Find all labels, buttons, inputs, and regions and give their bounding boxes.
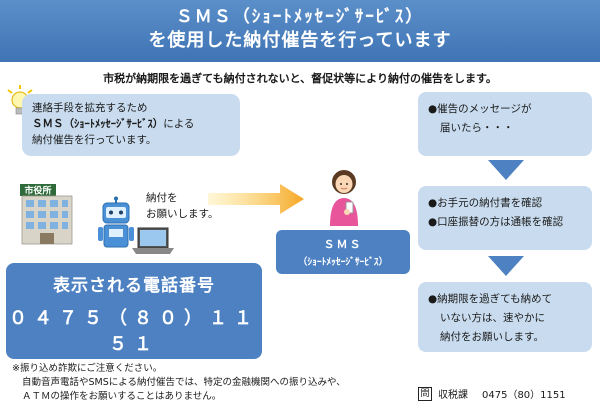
header-title-line1: ＳＭＳ（ｼｮｰﾄﾒｯｾｰｼﾞｻｰﾋﾞｽ） [175,7,425,27]
header-banner: ＳＭＳ（ｼｮｰﾄﾒｯｾｰｼﾞｻｰﾋﾞｽ） を使用した納付催告を行っています [0,0,600,62]
softbank-note: ソフトバンク回線の方は「２４３０５６」 [43,365,225,376]
left-bubble-line2-rest: による [163,118,195,130]
step3-line2: いない方は、速やかに [440,312,545,324]
header-title-line2: を使用した納付催告を行っています [148,30,452,51]
down-arrow-icon [488,160,524,180]
arrow-caption-line2: お願いします。 [146,208,219,220]
inquiry-mark: 問 [418,386,432,401]
left-bubble-line3: 納付催告を行っています。 [32,134,157,146]
step2-line2: ●口座振替の方は通帳を確認 [428,216,564,228]
step3-line3: 納付をお願いします。 [440,331,544,343]
laptop-icon [132,227,174,254]
down-arrow-icon [488,256,524,276]
woman-with-phone-icon [330,170,358,226]
step-box-pay-promptly: ●納期限を過ぎても納めて いない方は、速やかに 納付をお願いします。 [418,282,592,352]
sms-box: ＳＭＳ （ｼｮｰﾄﾒｯｾｰｼﾞｻｰﾋﾞｽ） [276,230,410,274]
left-bubble-line1: 連絡手段を拡充するため [32,102,148,114]
inquiry-phone: 0475（80）1151 [482,390,566,401]
left-bubble-line2: ＳＭＳ（ｼｮｰﾄﾒｯｾｰｼﾞｻｰﾋﾞｽ）による [32,116,230,132]
left-info-bubble: 連絡手段を拡充するため ＳＭＳ（ｼｮｰﾄﾒｯｾｰｼﾞｻｰﾋﾞｽ）による 納付催告… [22,94,240,156]
inquiry-contact: 問 収税課 0475（80）1151 [418,386,566,401]
fraud-warning-line2: 自動音声電話やSMSによる納付催告では、特定の金融機関への振り込みや、 [22,377,346,388]
step2-line1: ●お手元の納付書を確認 [428,197,543,209]
step-box-check-documents: ●お手元の納付書を確認 ●口座振替の方は通帳を確認 [418,186,592,250]
fraud-warning-line3: ＡＴＭの操作をお願いすることはありません。 [22,391,222,402]
arrow-caption: 納付を お願いします。 [146,190,218,222]
phone-number-box: 表示される電話番号 ０４７５（８０）１１５１ ソフトバンク回線の方は「２４３０５… [6,263,262,376]
intro-text: 市税が納期限を過ぎても納付されないと、督促状等により納付の催告をします。 [103,72,497,85]
inquiry-department: 収税課 [438,390,468,401]
city-hall-icon: 市役所 [20,184,73,245]
city-hall-sign: 市役所 [24,185,51,197]
step-box-message-received: ●催告のメッセージが 届いたら・・・ [418,92,592,156]
step1-line1: ●催告のメッセージが [428,103,532,115]
arrow-caption-line1: 納付を [146,192,178,204]
robot-icon [98,196,134,248]
step3-line1: ●納期限を過ぎても納めて [428,293,553,305]
phone-box-title: 表示される電話番号 [53,276,215,296]
step1-line2: 届いたら・・・ [440,122,514,134]
sms-box-subtitle: （ｼｮｰﾄﾒｯｾｰｼﾞｻｰﾋﾞｽ） [297,257,389,268]
fraud-warning: ※振り込め詐欺にご注意ください。 自動音声電話やSMSによる納付催告では、特定の… [12,362,346,404]
fraud-warning-line1: ※振り込め詐欺にご注意ください。 [12,363,163,374]
send-arrow-icon [208,184,304,214]
sms-box-title: ＳＭＳ [323,238,363,251]
left-bubble-sms: ＳＭＳ（ｼｮｰﾄﾒｯｾｰｼﾞｻｰﾋﾞｽ） [32,118,164,130]
phone-number: ０４７５（８０）１１５１ [9,308,259,355]
